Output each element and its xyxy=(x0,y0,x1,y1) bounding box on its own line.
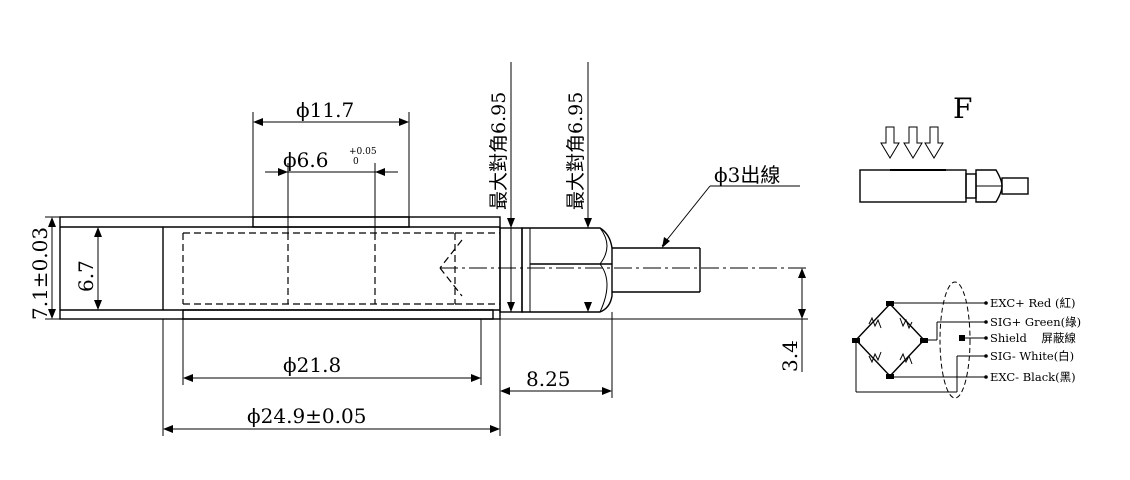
label-cable: ϕ3出線 xyxy=(714,163,780,187)
label-cable-height: 3.4 xyxy=(778,340,802,372)
dim-total-height: 7.1±0.03 xyxy=(28,216,60,320)
label-tol-plus: +0.05 xyxy=(349,147,377,157)
dim-top-diameter: ϕ11.7 xyxy=(252,98,410,217)
wire-label-shield: Shield 屏蔽線 xyxy=(990,331,1076,345)
label-body-height: 6.7 xyxy=(74,260,98,292)
wire-label-exc-plus: EXC+ Red (紅) xyxy=(990,296,1075,310)
cable-connector xyxy=(499,227,701,313)
cable-leader: ϕ3出線 xyxy=(661,163,800,248)
dim-body-height: 6.7 xyxy=(74,227,102,310)
dim-center-diameter: ϕ6.6 +0.05 0 xyxy=(265,147,398,233)
label-dim-center: ϕ6.6 xyxy=(283,148,328,172)
label-hex-1: 最大對角6.95 xyxy=(488,92,510,210)
dim-cable-height: 3.4 xyxy=(500,268,808,372)
label-dim-top: ϕ11.7 xyxy=(296,98,354,122)
dim-hex-diagonal-1: 最大對角6.95 xyxy=(488,62,515,312)
dim-connector-length: 8.25 xyxy=(500,312,613,398)
wire-label-sig-plus: SIG+ Green(綠) xyxy=(990,315,1081,329)
wire-label-exc-minus: EXC- Black(黑) xyxy=(990,370,1076,384)
wire-label-sig-minus: SIG- White(白) xyxy=(990,349,1074,363)
dim-hex-diagonal-2: 最大對角6.95 xyxy=(565,62,592,312)
label-connector-length: 8.25 xyxy=(526,367,571,391)
label-total-height: 7.1±0.03 xyxy=(28,227,52,320)
dim-outer-diameter: ϕ24.9±0.05 xyxy=(162,319,501,436)
label-dim-inner: ϕ21.8 xyxy=(283,353,341,377)
force-arrows-icon xyxy=(880,126,944,159)
label-hex-2: 最大對角6.95 xyxy=(565,92,587,210)
dim-inner-diameter: ϕ21.8 xyxy=(182,319,482,385)
label-dim-outer: ϕ24.9±0.05 xyxy=(247,404,366,428)
force-side-view: F xyxy=(859,92,1029,203)
wiring-diagram: EXC+ Red (紅) SIG+ Green(綠) Shield 屏蔽線 SI… xyxy=(852,281,1081,399)
label-tol-zero: 0 xyxy=(353,157,359,167)
force-label: F xyxy=(953,92,972,125)
load-cell-body xyxy=(59,216,501,320)
